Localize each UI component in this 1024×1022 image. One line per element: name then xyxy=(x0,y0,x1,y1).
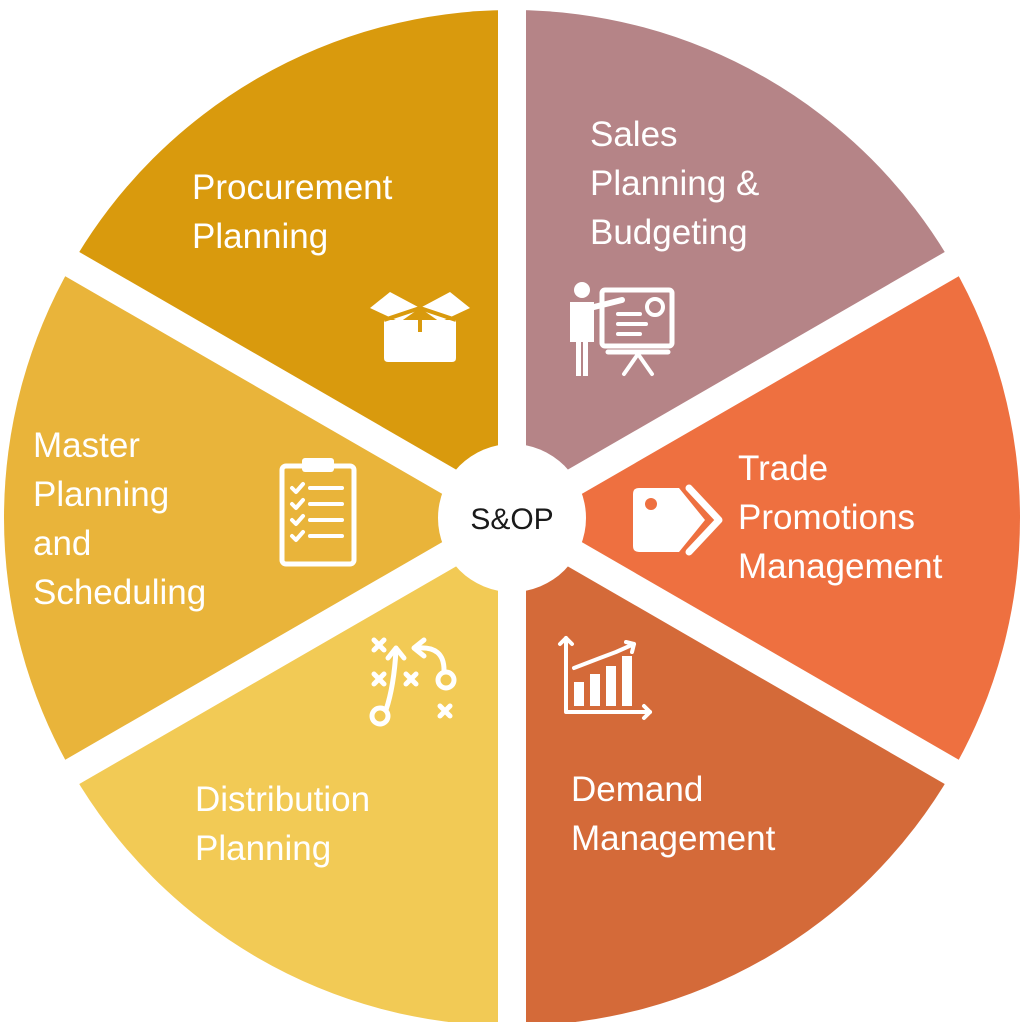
bar-chart-icon xyxy=(558,636,652,720)
procurement-label-line-1: Procurement xyxy=(192,168,393,207)
segments-layer xyxy=(3,0,1020,1022)
center-label: S&OP xyxy=(470,503,553,536)
master-label-line-3: and xyxy=(33,524,91,563)
segment-label-procurement: Procurement Planning xyxy=(192,168,402,256)
segment-divider xyxy=(56,246,520,531)
sales-label-line-1: Sales xyxy=(590,115,678,154)
segment-sales xyxy=(512,10,952,518)
demand-label-line-1: Demand xyxy=(571,770,703,809)
segment-distribution xyxy=(72,518,512,1022)
distribution-label-line-1: Distribution xyxy=(195,780,370,819)
segment-divider xyxy=(504,246,968,531)
segment-label-master: Master Planning and Scheduling xyxy=(33,426,206,612)
strategy-play-icon xyxy=(369,637,457,727)
clipboard-checklist-icon xyxy=(279,458,357,567)
segment-label-demand: Demand Management xyxy=(571,770,776,858)
segment-trade xyxy=(512,264,1020,772)
open-box-icon xyxy=(370,292,470,362)
price-tags-icon xyxy=(633,484,723,556)
distribution-label-line-2: Planning xyxy=(195,829,331,868)
trade-label-line-1: Trade xyxy=(738,449,828,488)
segment-label-trade: Trade Promotions Management xyxy=(738,449,943,586)
sales-label-line-2: Planning & xyxy=(590,164,759,203)
segment-master xyxy=(3,264,512,772)
demand-label-line-2: Management xyxy=(571,819,776,858)
segment-divider xyxy=(504,505,968,790)
master-label-line-1: Master xyxy=(33,426,140,465)
segment-label-distribution: Distribution Planning xyxy=(195,780,380,868)
segment-divider xyxy=(56,505,520,790)
trade-label-line-2: Promotions xyxy=(738,498,915,537)
segment-demand xyxy=(512,518,952,1022)
procurement-label-line-2: Planning xyxy=(192,217,328,256)
segment-label-sales: Sales Planning & Budgeting xyxy=(590,115,769,252)
trade-label-line-3: Management xyxy=(738,547,943,586)
presentation-icon xyxy=(570,282,675,376)
master-label-line-4: Scheduling xyxy=(33,573,206,612)
sales-label-line-3: Budgeting xyxy=(590,213,748,252)
center-hub xyxy=(438,444,586,592)
master-label-line-2: Planning xyxy=(33,475,169,514)
segment-procurement xyxy=(72,10,513,518)
